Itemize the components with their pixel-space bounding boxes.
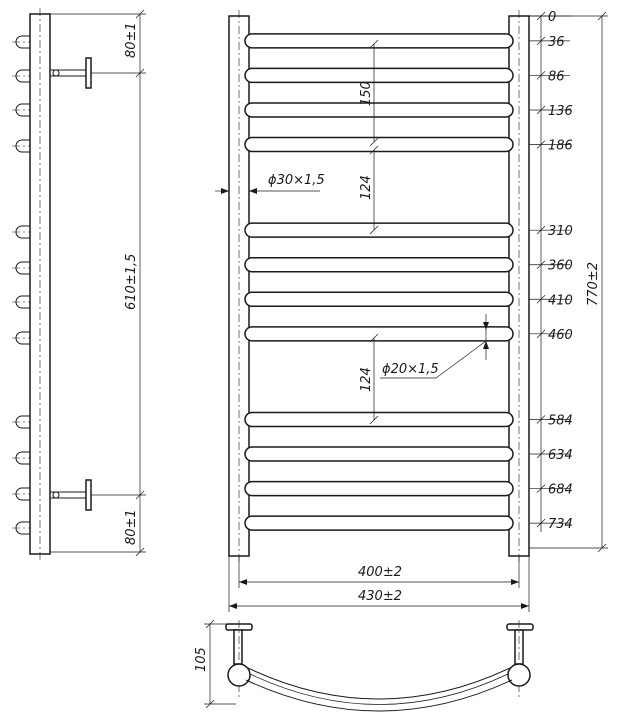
- rung-pipe-callout: ϕ20×1,5: [382, 362, 439, 377]
- rung-8: [244, 326, 514, 342]
- tick-label-360: 360: [548, 259, 573, 274]
- rung-1: [244, 33, 514, 49]
- tick-label-460: 460: [548, 328, 573, 343]
- side-view: 80±1 610±1,5 80±1: [12, 8, 146, 560]
- side-view-rung-ends: [12, 35, 30, 535]
- front-view: 150 124 ϕ30×1,5 ϕ20×1,5 124 0 36 86 136 186 3…: [215, 10, 608, 612]
- rungs: [244, 33, 514, 531]
- rung-2: [244, 67, 514, 84]
- tick-label-186: 186: [548, 139, 573, 154]
- dim-width-outer: 430±2: [358, 589, 402, 604]
- tick-label-634: 634: [548, 448, 573, 463]
- top-view-right-pipe: [507, 663, 531, 687]
- rung-3: [244, 102, 514, 118]
- top-view-left-pipe: [227, 663, 251, 687]
- rung-6: [244, 256, 514, 273]
- dim-side-span: 610±1,5: [124, 254, 139, 310]
- tick-label-36: 36: [548, 35, 565, 50]
- tick-label-86: 86: [548, 69, 565, 84]
- pipe-callout: ϕ30×1,5: [268, 173, 325, 188]
- top-view-rung-curve: [247, 667, 511, 700]
- dim-upper-gap: 124: [359, 175, 374, 200]
- tick-label-0: 0: [548, 10, 556, 25]
- tick-label-734: 734: [548, 517, 573, 532]
- rung-7: [244, 291, 514, 308]
- dim-upper-spacing: 150: [359, 81, 374, 106]
- rung-10: [244, 446, 514, 462]
- rung-9: [244, 411, 514, 428]
- tick-scale: 0 36 86 136 186 310 360 410 460 584 634 684 734: [529, 10, 573, 532]
- tick-label-136: 136: [548, 104, 573, 119]
- dim-depth: 105: [194, 647, 209, 672]
- dim-side-top-mount: 80±1: [124, 22, 139, 58]
- dim-side-bottom-mount: 80±1: [124, 509, 139, 545]
- tick-label-310: 310: [548, 224, 573, 239]
- dim-height-total: 770±2: [586, 262, 601, 306]
- rung-11: [244, 480, 514, 497]
- rung-5: [244, 222, 514, 238]
- dim-width-inner: 400±2: [358, 565, 402, 580]
- rung-12: [244, 515, 514, 531]
- top-view: 105: [194, 619, 534, 712]
- rung-4: [244, 136, 514, 153]
- tick-label-410: 410: [548, 293, 573, 308]
- dim-lower-gap: 124: [359, 367, 374, 392]
- side-view-bottom-mount: [50, 479, 92, 511]
- tick-label-684: 684: [548, 483, 573, 498]
- side-view-top-mount: [50, 57, 92, 89]
- tick-label-584: 584: [548, 413, 573, 428]
